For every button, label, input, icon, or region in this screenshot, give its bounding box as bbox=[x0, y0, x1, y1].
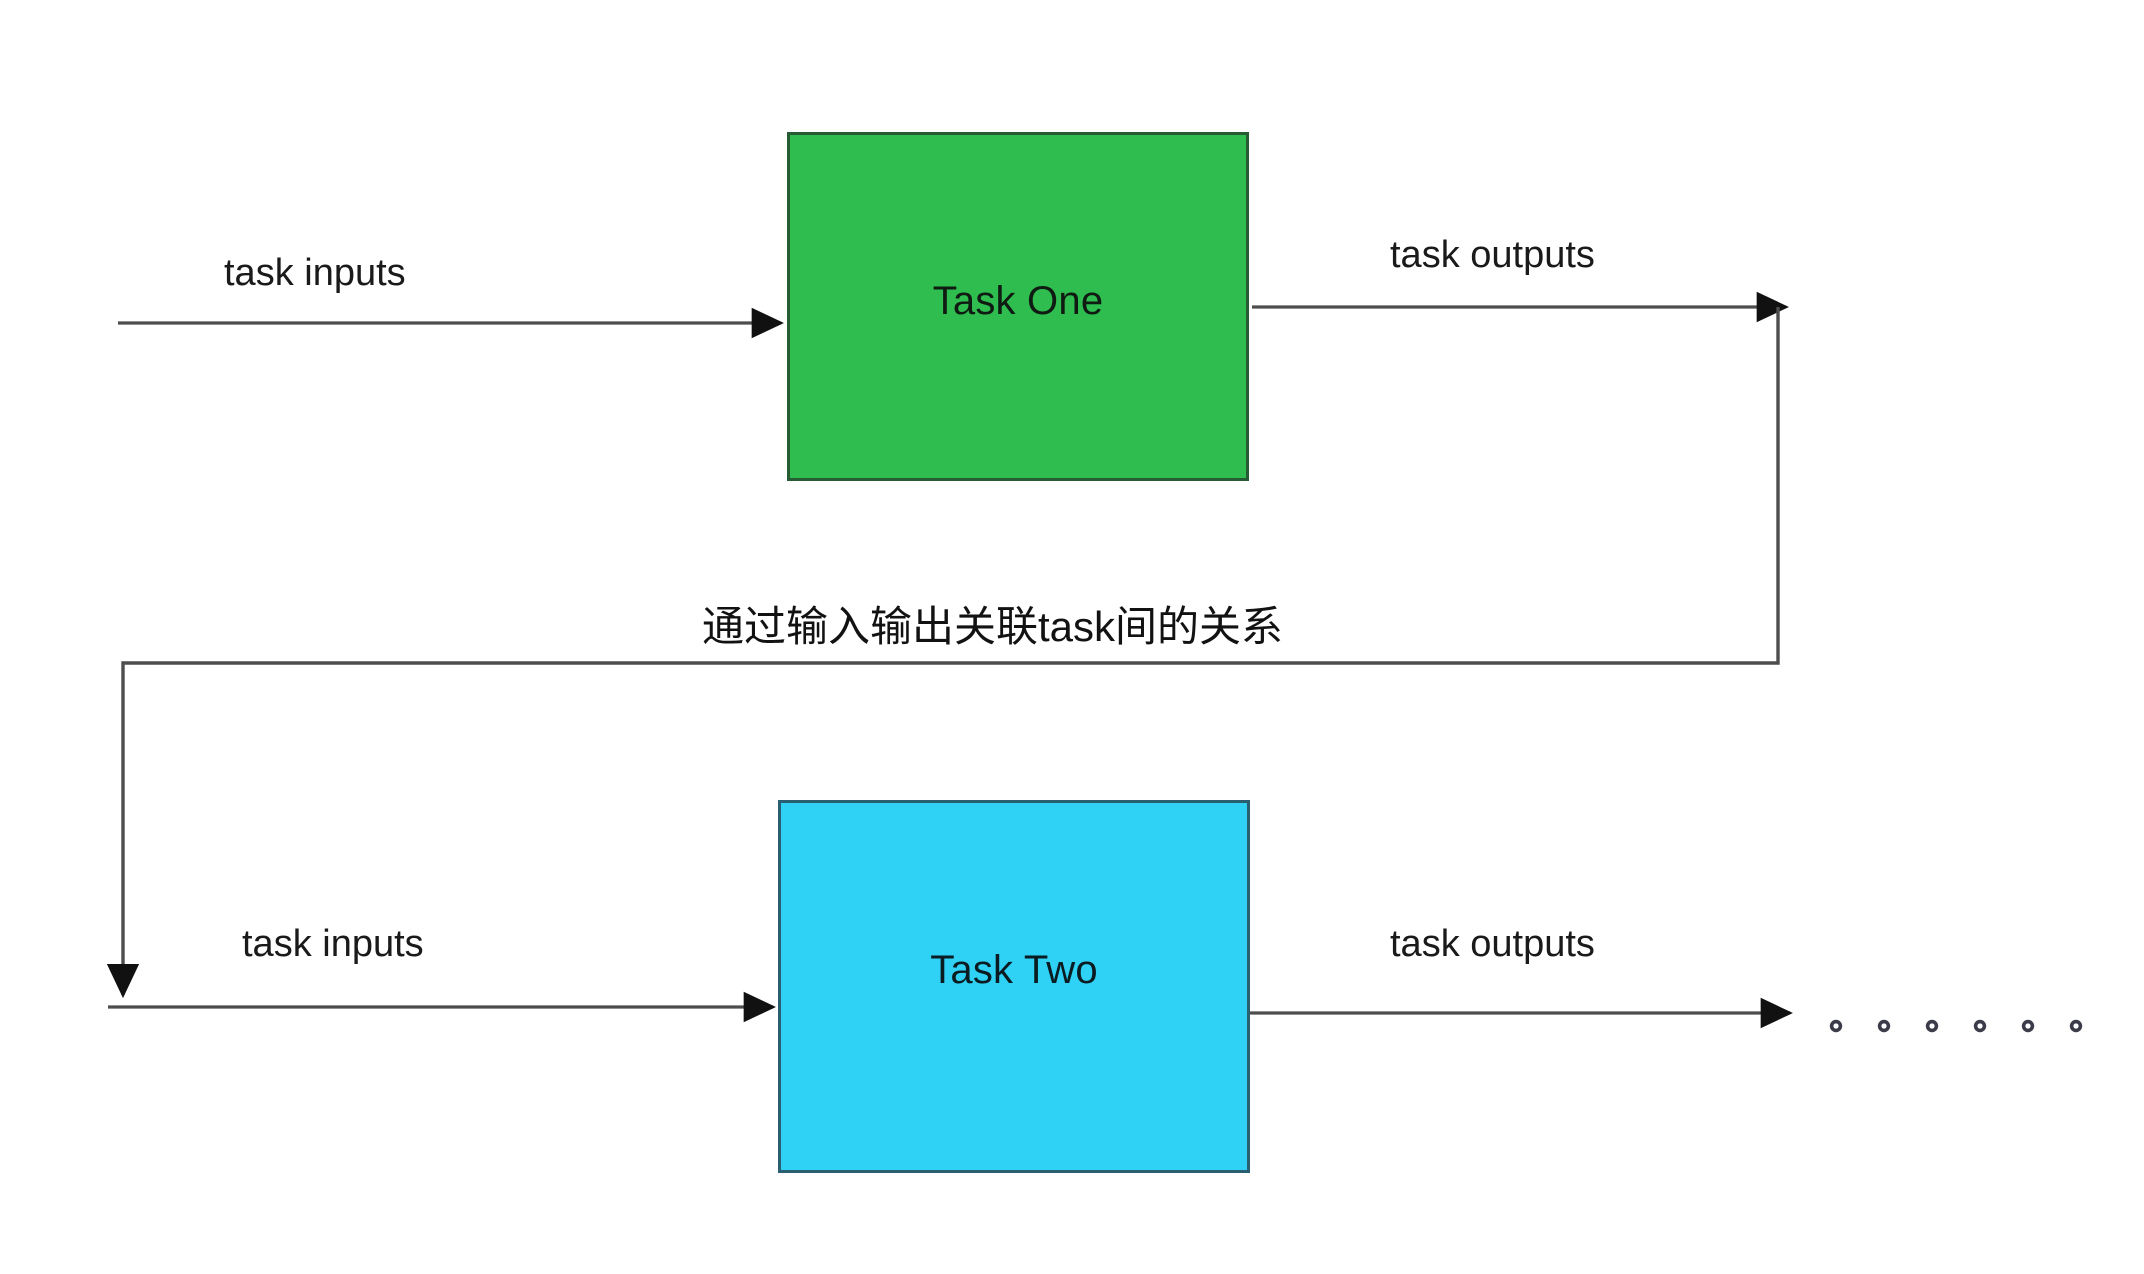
node-task-two[interactable]: Task Two bbox=[778, 800, 1250, 1173]
edge-label-outputs-top: task outputs bbox=[1390, 234, 1595, 276]
continuation-dots-icon bbox=[1829, 1019, 2083, 1033]
edge-label-inputs-bottom: task inputs bbox=[242, 923, 424, 965]
edge-label-outputs-bottom: task outputs bbox=[1390, 923, 1595, 965]
node-task-one-label: Task One bbox=[932, 278, 1104, 323]
node-task-two-label: Task Two bbox=[930, 947, 1098, 992]
edge-label-inputs-top: task inputs bbox=[224, 252, 406, 294]
edge-feedback-rail bbox=[106, 307, 1780, 999]
node-task-one[interactable]: Task One bbox=[787, 132, 1249, 481]
edge-label-feedback: 通过输入输出关联task间的关系 bbox=[696, 606, 1290, 648]
